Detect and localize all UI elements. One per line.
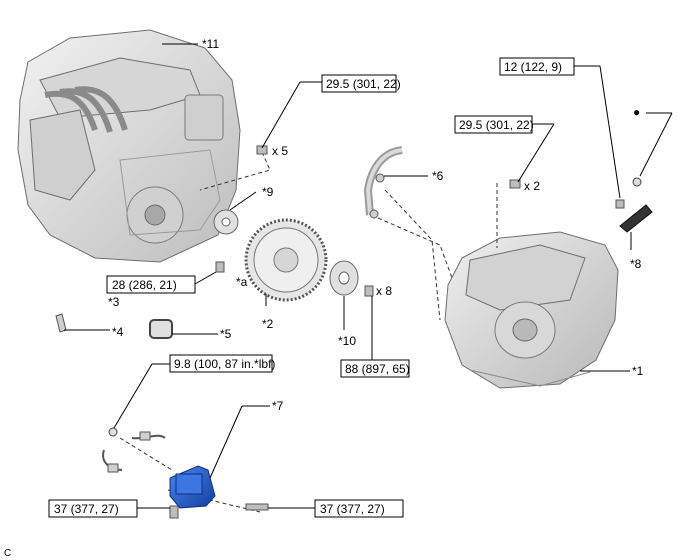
bolt-sensor <box>615 199 625 209</box>
flywheel-bolt <box>215 261 225 273</box>
starter-bolt-left <box>169 505 179 519</box>
callout-4: *4 <box>112 325 124 339</box>
starter-7 <box>169 465 216 509</box>
corner-code: C <box>4 548 11 559</box>
starter-bolt-right <box>245 503 269 511</box>
torque-flywheel: 28 (286, 21) <box>112 278 177 292</box>
qty-x5: x 5 <box>272 144 288 158</box>
engine-assembly <box>17 29 241 263</box>
torque-bolt-engine: 29.5 (301, 22) <box>326 77 401 91</box>
callout-1: *1 <box>632 364 644 378</box>
torque-drive-plate: 88 (897, 65) <box>345 362 410 376</box>
qty-x8: x 8 <box>376 284 392 298</box>
callout-a: *a <box>236 275 248 289</box>
bolt-engine <box>256 145 268 155</box>
flywheel-2 <box>244 218 328 302</box>
callout-7: *7 <box>272 399 284 413</box>
torque-ground: 9.8 (100, 87 in.*lbf) <box>174 357 275 371</box>
cover-5 <box>149 319 173 339</box>
ground-wire <box>102 427 166 473</box>
bolt-drive-plate <box>364 285 374 297</box>
bolt-transmission <box>509 179 521 189</box>
callout-8: *8 <box>630 257 642 271</box>
speed-sensor-8 <box>619 177 653 233</box>
callout-5: *5 <box>220 327 232 341</box>
callout-10: *10 <box>338 334 356 348</box>
spacer-9 <box>213 209 239 235</box>
spacer-10 <box>329 260 359 296</box>
qty-x2: x 2 <box>524 179 540 193</box>
callout-9: *9 <box>262 185 274 199</box>
callout-11: *11 <box>202 37 219 51</box>
non-reusable-mark: ● <box>633 105 640 119</box>
hose-6 <box>363 146 403 219</box>
bracket-4 <box>55 313 67 333</box>
torque-starter-left: 37 (377, 27) <box>54 502 119 516</box>
torque-starter-right: 37 (377, 27) <box>320 502 385 516</box>
torque-sensor: 12 (122, 9) <box>504 60 562 74</box>
callout-3: *3 <box>108 295 120 309</box>
transmission-assembly <box>444 231 619 389</box>
torque-bolt-transmission: 29.5 (301, 22) <box>459 118 534 132</box>
callout-6: *6 <box>432 169 444 183</box>
callout-2: *2 <box>262 317 274 331</box>
